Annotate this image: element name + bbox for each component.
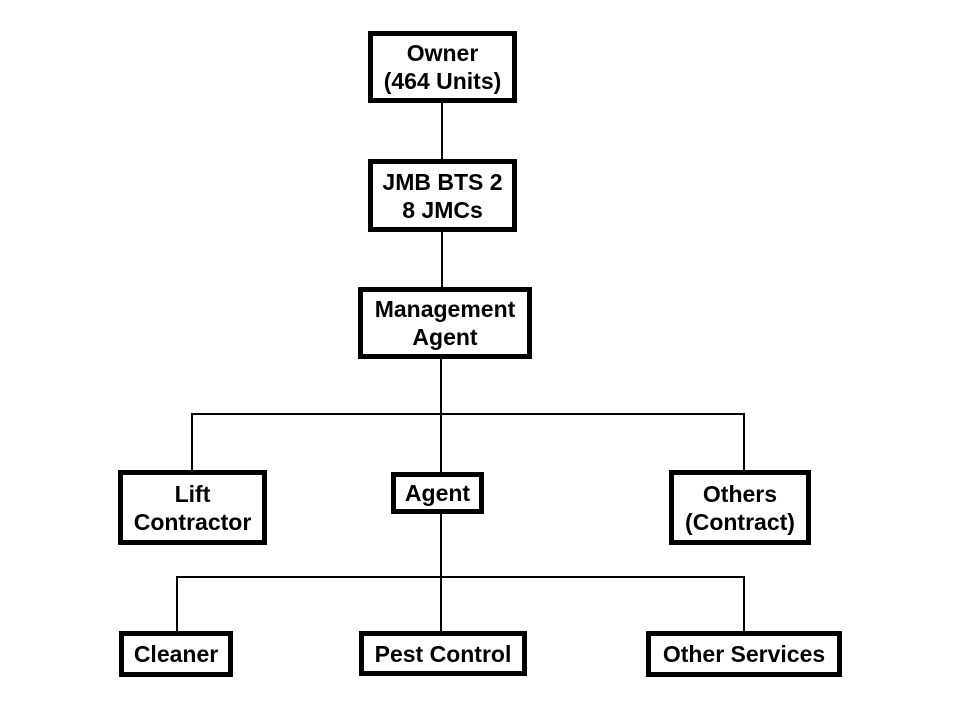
node-pest-control: Pest Control — [359, 631, 527, 676]
node-agent: Agent — [391, 472, 484, 514]
node-cleaner: Cleaner — [119, 631, 233, 677]
node-lift-contractor: Lift Contractor — [118, 470, 267, 545]
node-jmb-bts-2: JMB BTS 2 8 JMCs — [368, 159, 517, 232]
node-others-contract: Others (Contract) — [669, 470, 811, 545]
node-other-services: Other Services — [646, 631, 842, 677]
node-owner: Owner (464 Units) — [368, 31, 517, 103]
node-management-agent: Management Agent — [358, 287, 532, 359]
